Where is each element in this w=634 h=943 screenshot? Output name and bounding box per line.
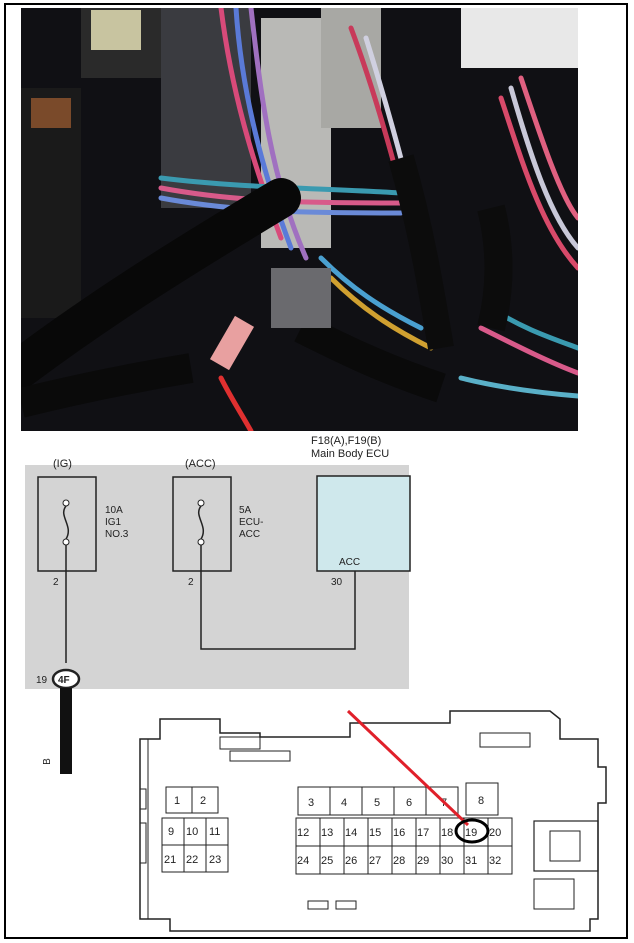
fuse-ig-box xyxy=(37,476,97,572)
wiring-photo xyxy=(21,8,578,431)
pin-24: 24 xyxy=(297,855,309,867)
fuse-acc-type: ACC xyxy=(239,529,260,540)
pin-32: 32 xyxy=(489,855,501,867)
pin-21: 21 xyxy=(164,854,176,866)
pin-17: 17 xyxy=(417,827,429,839)
pin-31: 31 xyxy=(465,855,477,867)
pin-ig: 2 xyxy=(53,577,59,588)
wiring-schematic: (IG) (ACC) F18(A),F19(B) Main Body ECU 1… xyxy=(25,431,413,691)
ecu-box xyxy=(316,475,411,572)
pin-12: 12 xyxy=(297,827,309,839)
pointer-line xyxy=(346,709,470,827)
pin-16: 16 xyxy=(393,827,405,839)
fuse-acc-rating: 5A xyxy=(239,505,252,516)
wire-color-label: B xyxy=(41,758,53,765)
pin-23: 23 xyxy=(209,854,221,866)
ecu-pin-label: ACC xyxy=(339,557,360,568)
pin-18: 18 xyxy=(441,827,453,839)
ecu-code: F18(A),F19(B) xyxy=(311,435,381,447)
connector-diagram: 1 2 3 4 5 6 7 8 9 10 11 12 13 14 15 16 1… xyxy=(130,703,610,935)
pin-10: 10 xyxy=(186,826,198,838)
wire-b xyxy=(60,688,72,774)
fuse-acc-box xyxy=(172,476,232,572)
pin-15: 15 xyxy=(369,827,381,839)
pin-13: 13 xyxy=(321,827,333,839)
ecu-name: Main Body ECU xyxy=(311,448,389,460)
pin-1: 1 xyxy=(174,795,180,807)
connector-housing xyxy=(139,710,607,932)
highlight-circle xyxy=(454,818,490,844)
acc-label: (ACC) xyxy=(185,458,216,470)
fuse-ig-rating: 10A xyxy=(105,505,123,516)
pin-14: 14 xyxy=(345,827,357,839)
pin-29: 29 xyxy=(417,855,429,867)
pin-5: 5 xyxy=(374,797,380,809)
page-frame xyxy=(4,3,628,939)
pin-8: 8 xyxy=(478,795,484,807)
junction-code: 4F xyxy=(58,675,70,686)
ig-label: (IG) xyxy=(53,458,72,470)
pin-19: 19 xyxy=(465,827,477,839)
pin-22: 22 xyxy=(186,854,198,866)
pin-acc: 2 xyxy=(188,577,194,588)
ecu-pin: 30 xyxy=(331,577,343,588)
pin-6: 6 xyxy=(406,797,412,809)
pin-11: 11 xyxy=(209,826,220,838)
fuse-ig-name: IG1 xyxy=(105,517,122,528)
pin-20: 20 xyxy=(489,827,501,839)
pin-3: 3 xyxy=(308,797,314,809)
pin-9: 9 xyxy=(168,826,174,838)
fuse-acc-name: ECU- xyxy=(239,517,263,528)
junction-pin: 19 xyxy=(36,675,48,686)
pin-4: 4 xyxy=(341,797,347,809)
pin-26: 26 xyxy=(345,855,357,867)
pin-25: 25 xyxy=(321,855,333,867)
pin-27: 27 xyxy=(369,855,381,867)
fuse-ig-number: NO.3 xyxy=(105,529,129,540)
pin-30: 30 xyxy=(441,855,453,867)
pin-2: 2 xyxy=(200,795,206,807)
pin-28: 28 xyxy=(393,855,405,867)
